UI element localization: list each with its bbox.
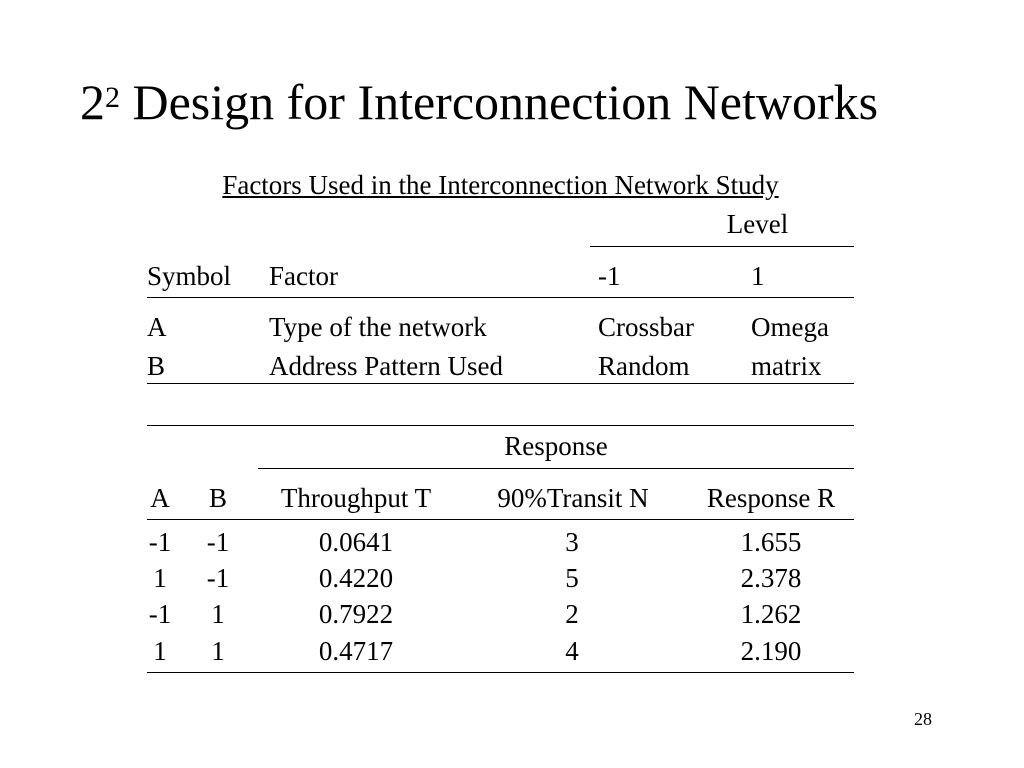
cell-b: 1 (211, 636, 225, 666)
cell-response: 2.378 (740, 563, 802, 593)
level-label: Level (726, 209, 789, 239)
cell-transit: 2 (565, 599, 579, 629)
cell-throughput: 0.4717 (318, 636, 394, 666)
header-transit: 90%Transit N (497, 483, 649, 513)
cell-transit: 5 (565, 563, 579, 593)
row-symbol: A (147, 312, 167, 342)
cell-transit: 4 (565, 636, 579, 666)
response-group-label: Response (504, 431, 608, 461)
row-level-high: Omega (751, 312, 829, 342)
header-symbol: Symbol (147, 261, 232, 291)
row-level-low: Random (598, 351, 690, 381)
header-throughput: Throughput T (280, 483, 432, 513)
factors-table-caption: Factors Used in the Interconnection Netw… (222, 170, 779, 200)
cell-response: 1.655 (740, 527, 802, 557)
page-number: 28 (914, 709, 932, 729)
header-level-high: 1 (751, 261, 765, 291)
cell-b: -1 (206, 563, 230, 593)
cell-a: 1 (153, 636, 167, 666)
title-base: 2 (80, 74, 105, 130)
header-rule (147, 297, 854, 298)
response-group-rule (258, 468, 854, 469)
cell-throughput: 0.4220 (318, 563, 394, 593)
header-level-low: -1 (598, 261, 621, 291)
cell-response: 2.190 (740, 636, 802, 666)
title-text: Design for Interconnection Networks (120, 74, 879, 130)
cell-transit: 3 (565, 527, 579, 557)
header-a: A (150, 483, 170, 513)
response-header-rule (147, 519, 854, 520)
cell-response: 1.262 (740, 599, 802, 629)
row-level-high: matrix (751, 351, 822, 381)
title-exponent: 2 (105, 81, 120, 114)
response-bottom-rule (147, 672, 854, 673)
cell-throughput: 0.7922 (318, 599, 394, 629)
cell-a: -1 (148, 599, 172, 629)
cell-throughput: 0.0641 (318, 527, 394, 557)
row-factor: Address Pattern Used (269, 351, 503, 381)
level-rule (590, 246, 854, 247)
cell-b: 1 (211, 599, 225, 629)
header-b: B (208, 483, 227, 513)
cell-a: -1 (148, 527, 172, 557)
cell-a: 1 (153, 563, 167, 593)
row-symbol: B (147, 351, 166, 381)
header-response: Response R (706, 483, 836, 513)
factors-bottom-rule (147, 383, 854, 384)
slide-title: 22 Design for Interconnection Networks (80, 72, 980, 132)
header-factor: Factor (269, 261, 338, 291)
row-factor: Type of the network (269, 312, 487, 342)
response-top-rule (147, 425, 854, 426)
row-level-low: Crossbar (598, 312, 694, 342)
cell-b: -1 (206, 527, 230, 557)
